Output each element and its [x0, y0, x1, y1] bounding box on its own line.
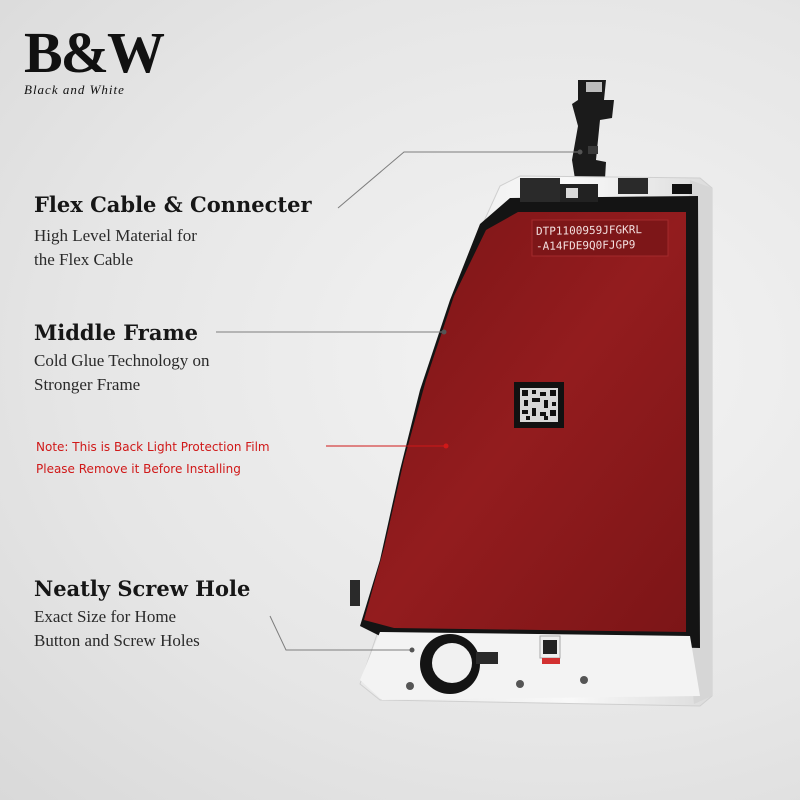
home-button-area: [360, 632, 700, 700]
middle-frame-desc-line1: Cold Glue Technology on: [34, 351, 210, 370]
middle-frame-desc: Cold Glue Technology on Stronger Frame: [34, 349, 210, 397]
flex-cable: [572, 80, 614, 198]
flex-callout-line: [337, 151, 580, 209]
flex-cable-title: Flex Cable & Connecter: [34, 192, 312, 217]
screw-hole-desc-line2: Button and Screw Holes: [34, 631, 200, 650]
callout-lines: [216, 149, 583, 653]
backlight-protection-film: [364, 212, 686, 632]
logo-tagline: Black and White: [24, 82, 125, 97]
brand-logo: B&W Black and White: [18, 24, 178, 104]
flex-cable-desc-line1: High Level Material for: [34, 226, 197, 245]
protection-film-note: Note: This is Back Light Protection Film…: [36, 436, 270, 480]
note-line2: Please Remove it Before Installing: [36, 462, 241, 476]
film-label: DTP1100959JFGKRL -A14FDE9Q0FJGP9: [536, 222, 642, 254]
film-label-line2: -A14FDE9Q0FJGP9: [536, 238, 636, 253]
logo-mark: B&W: [24, 20, 165, 85]
flex-cable-desc: High Level Material for the Flex Cable: [34, 224, 197, 272]
screw-callout-line: [269, 615, 412, 651]
note-line1: Note: This is Back Light Protection Film: [36, 440, 270, 454]
middle-frame-desc-line2: Stronger Frame: [34, 375, 141, 394]
screw-hole-desc: Exact Size for Home Button and Screw Hol…: [34, 605, 200, 653]
flex-cable-desc-line2: the Flex Cable: [34, 250, 134, 269]
screw-hole-title: Neatly Screw Hole: [34, 576, 251, 601]
screw-hole-desc-line1: Exact Size for Home: [34, 607, 177, 626]
middle-frame-title: Middle Frame: [34, 320, 199, 345]
